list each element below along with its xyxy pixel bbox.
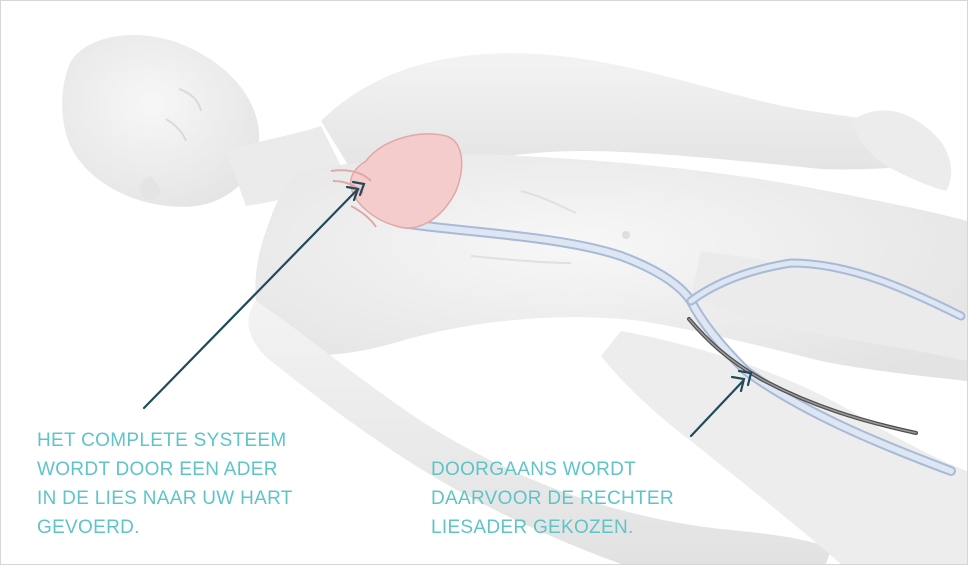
caption-line: DOORGAANS WORDT <box>431 455 674 484</box>
caption-line: DAARVOOR DE RECHTER <box>431 484 674 513</box>
caption-line: HET COMPLETE SYSTEEM <box>37 426 293 455</box>
caption-system-route: HET COMPLETE SYSTEEM WORDT DOOR EEN ADER… <box>37 426 293 542</box>
caption-line: WORDT DOOR EEN ADER <box>37 455 293 484</box>
caption-line: IN DE LIES NAAR UW HART <box>37 484 293 513</box>
caption-line: GEVOERD. <box>37 513 293 542</box>
head <box>62 35 259 207</box>
navel-mark <box>622 231 630 239</box>
caption-right-groin-vein: DOORGAANS WORDT DAARVOOR DE RECHTER LIES… <box>431 455 674 542</box>
caption-line: LIESADER GEKOZEN. <box>431 513 674 542</box>
